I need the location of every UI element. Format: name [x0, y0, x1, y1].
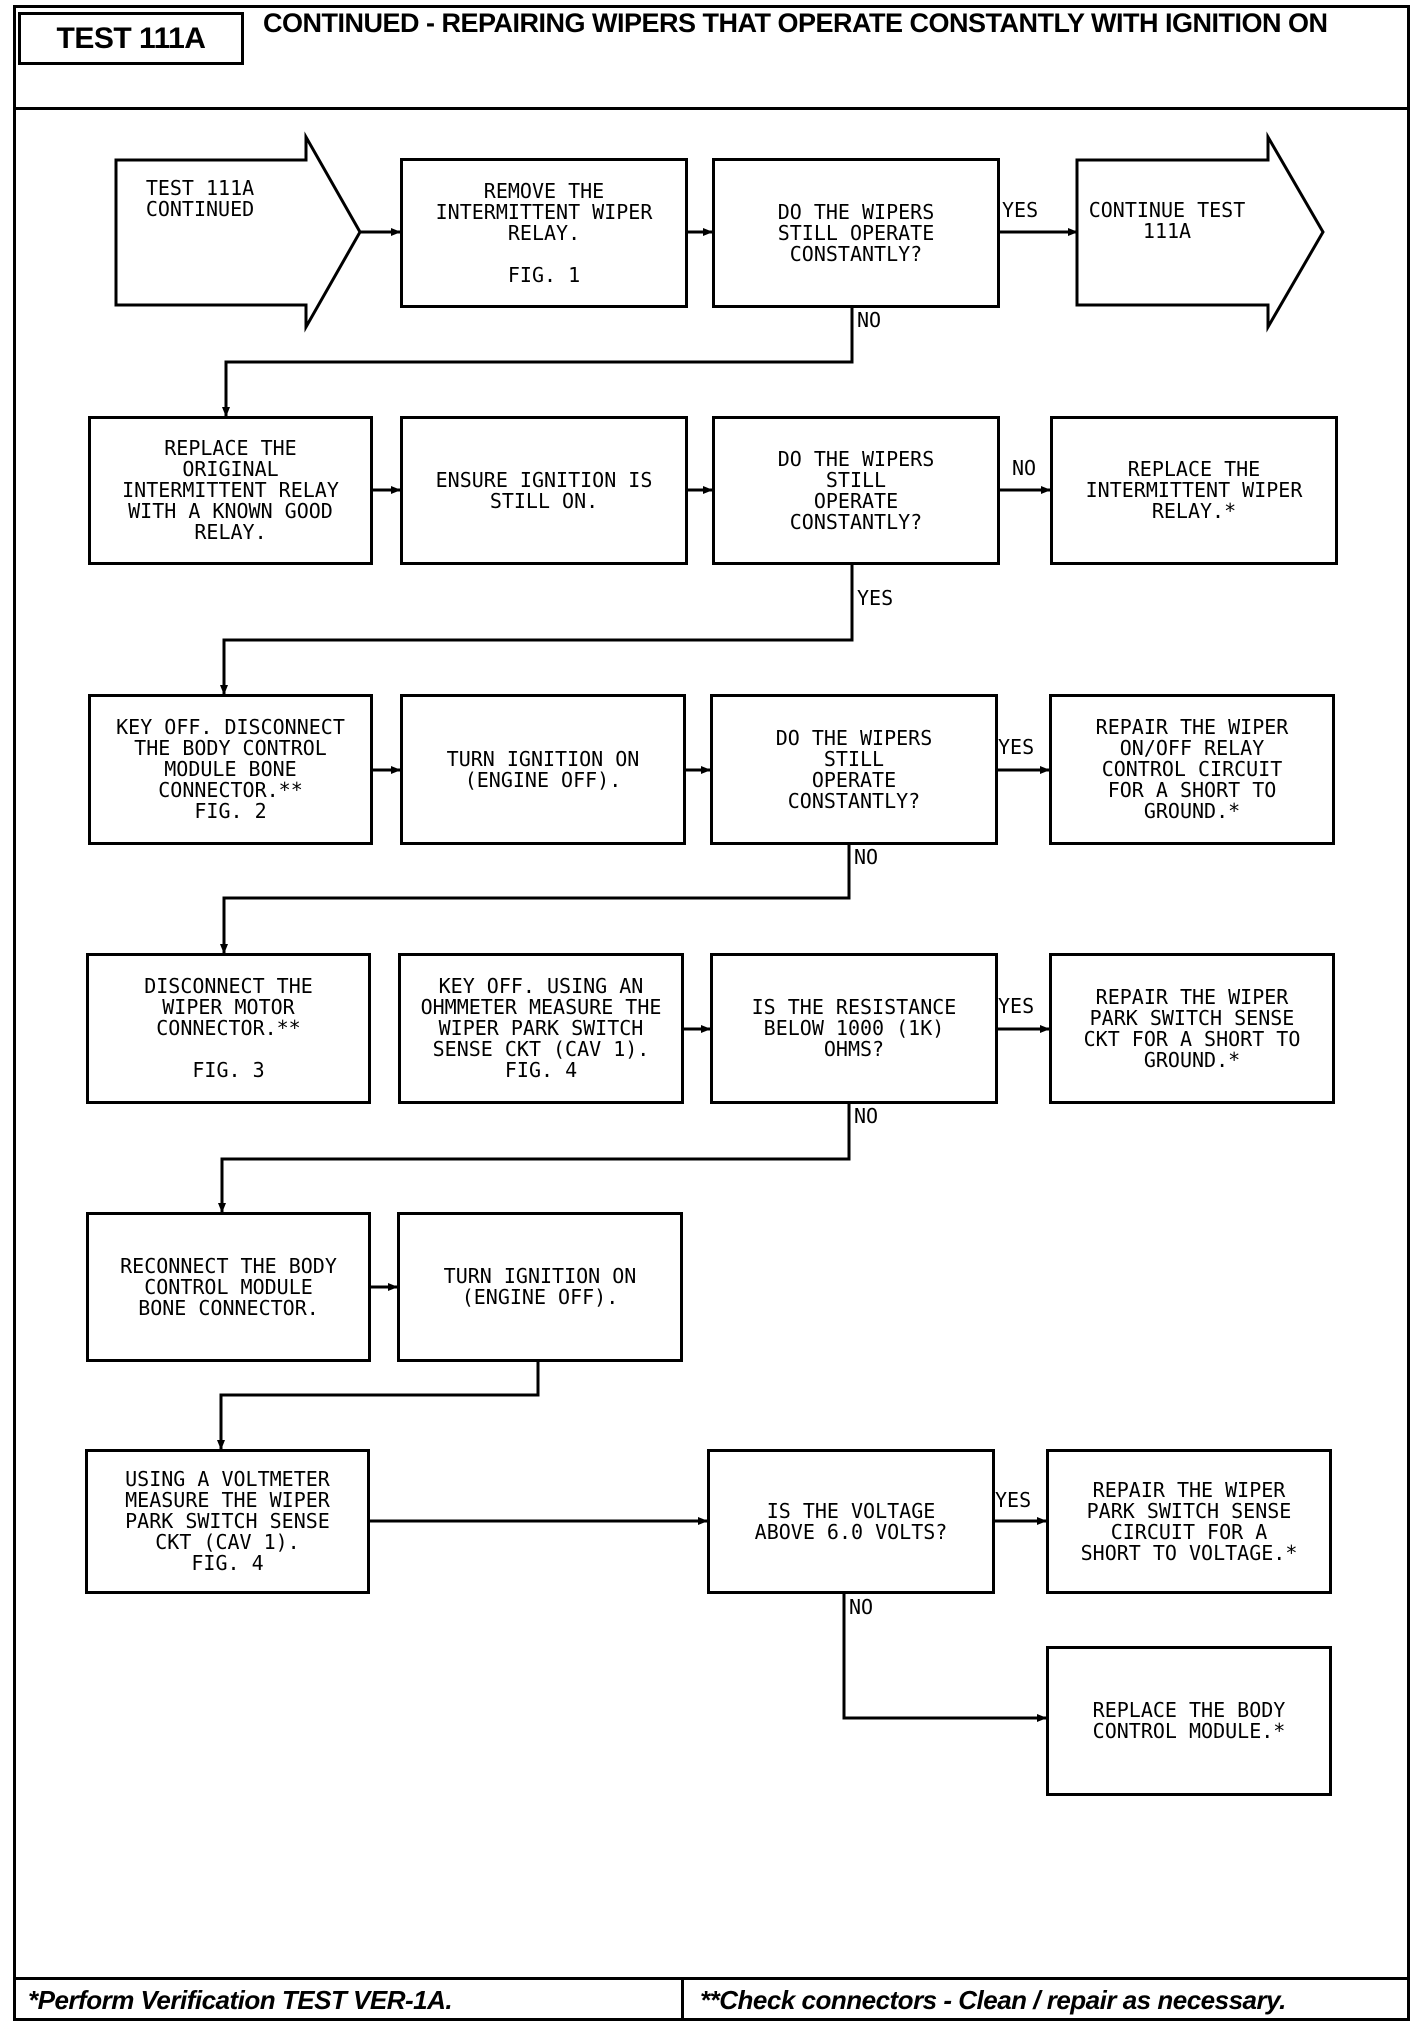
footer-connectors-note: **Check connectors - Clean / repair as n… [700, 1984, 1286, 2015]
step-disconnect-motor-text: DISCONNECT THE WIPER MOTOR CONNECTOR.** … [144, 974, 313, 1082]
label-yes-1: YES [1002, 198, 1039, 222]
step-remove-relay: REMOVE THE INTERMITTENT WIPER RELAY. FIG… [400, 158, 688, 308]
footer-verification-note: *Perform Verification TEST VER-1A. [28, 1984, 453, 2015]
step-replace-original-relay-text: REPLACE THE ORIGINAL INTERMITTENT RELAY … [122, 436, 339, 544]
decision-wipers-2-text: DO THE WIPERS STILL OPERATE CONSTANTLY? [777, 446, 935, 534]
label-yes-2: YES [857, 586, 894, 610]
step-replace-wiper-relay: REPLACE THE INTERMITTENT WIPER RELAY.* [1050, 416, 1338, 565]
test-id-badge: TEST 111A [18, 12, 244, 65]
step-repair-onoff-circuit-text: REPAIR THE WIPER ON/OFF RELAY CONTROL CI… [1095, 715, 1289, 823]
step-repair-park-switch-ground-text: REPAIR THE WIPER PARK SWITCH SENSE CKT F… [1083, 984, 1301, 1072]
step-ensure-ignition: ENSURE IGNITION IS STILL ON. [400, 416, 688, 565]
step-disconnect-bcm: KEY OFF. DISCONNECT THE BODY CONTROL MOD… [88, 694, 373, 845]
step-turn-ignition-on-2: TURN IGNITION ON (ENGINE OFF). [397, 1212, 683, 1362]
footer-divider [681, 1977, 684, 2021]
decision-wipers-1-text: DO THE WIPERS STILL OPERATE CONSTANTLY? [777, 199, 935, 266]
step-replace-wiper-relay-text: REPLACE THE INTERMITTENT WIPER RELAY.* [1085, 457, 1303, 523]
end-arrow-shape [1075, 131, 1325, 333]
step-voltmeter-measure-text: USING A VOLTMETER MEASURE THE WIPER PARK… [125, 1467, 330, 1575]
step-turn-ignition-on-1: TURN IGNITION ON (ENGINE OFF). [400, 694, 686, 845]
label-yes-3: YES [998, 735, 1035, 759]
decision-wipers-2: DO THE WIPERS STILL OPERATE CONSTANTLY? [712, 416, 1000, 565]
step-disconnect-bcm-text: KEY OFF. DISCONNECT THE BODY CONTROL MOD… [116, 715, 345, 823]
step-ohmmeter-measure: KEY OFF. USING AN OHMMETER MEASURE THE W… [398, 953, 684, 1104]
step-replace-body-module-text: REPLACE THE BODY CONTROL MODULE.* [1092, 1698, 1286, 1743]
decision-resistance: IS THE RESISTANCE BELOW 1000 (1K) OHMS? [710, 953, 998, 1104]
step-ohmmeter-measure-text: KEY OFF. USING AN OHMMETER MEASURE THE W… [420, 974, 662, 1082]
decision-voltage-text: IS THE VOLTAGE ABOVE 6.0 VOLTS? [754, 1498, 948, 1544]
start-terminal: TEST 111A CONTINUED [145, 176, 255, 221]
end-terminal: CONTINUE TEST 111A [1088, 198, 1246, 243]
decision-wipers-3-text: DO THE WIPERS STILL OPERATE CONSTANTLY? [775, 725, 933, 813]
decision-wipers-1: DO THE WIPERS STILL OPERATE CONSTANTLY? [712, 158, 1000, 308]
step-ensure-ignition-text: ENSURE IGNITION IS STILL ON. [435, 467, 653, 513]
step-disconnect-motor: DISCONNECT THE WIPER MOTOR CONNECTOR.** … [86, 953, 371, 1104]
header-bar [13, 5, 1410, 110]
decision-resistance-text: IS THE RESISTANCE BELOW 1000 (1K) OHMS? [751, 995, 957, 1061]
page-frame [13, 5, 1410, 2021]
decision-voltage: IS THE VOLTAGE ABOVE 6.0 VOLTS? [707, 1449, 995, 1594]
step-repair-short-to-voltage: REPAIR THE WIPER PARK SWITCH SENSE CIRCU… [1046, 1449, 1332, 1594]
step-repair-onoff-circuit: REPAIR THE WIPER ON/OFF RELAY CONTROL CI… [1049, 694, 1335, 845]
label-no-5: NO [849, 1595, 874, 1619]
step-reconnect-bcm: RECONNECT THE BODY CONTROL MODULE BONE C… [86, 1212, 371, 1362]
step-replace-original-relay: REPLACE THE ORIGINAL INTERMITTENT RELAY … [88, 416, 373, 565]
label-no-2: NO [1012, 456, 1037, 480]
label-yes-5: YES [995, 1488, 1032, 1512]
step-remove-relay-text: REMOVE THE INTERMITTENT WIPER RELAY. FIG… [435, 178, 653, 287]
step-turn-ignition-on-1-text: TURN IGNITION ON (ENGINE OFF). [446, 746, 640, 792]
step-repair-park-switch-ground: REPAIR THE WIPER PARK SWITCH SENSE CKT F… [1049, 953, 1335, 1104]
label-no-4: NO [854, 1104, 879, 1128]
step-voltmeter-measure: USING A VOLTMETER MEASURE THE WIPER PARK… [85, 1449, 370, 1594]
step-turn-ignition-on-2-text: TURN IGNITION ON (ENGINE OFF). [443, 1264, 637, 1309]
start-arrow-shape [114, 131, 362, 333]
label-yes-4: YES [998, 994, 1035, 1018]
label-no-3: NO [854, 845, 879, 869]
label-no-1: NO [857, 308, 882, 332]
page-title: CONTINUED - REPAIRING WIPERS THAT OPERAT… [263, 8, 1328, 38]
step-reconnect-bcm-text: RECONNECT THE BODY CONTROL MODULE BONE C… [120, 1253, 337, 1320]
decision-wipers-3: DO THE WIPERS STILL OPERATE CONSTANTLY? [710, 694, 998, 845]
step-replace-body-module: REPLACE THE BODY CONTROL MODULE.* [1046, 1646, 1332, 1796]
step-repair-short-to-voltage-text: REPAIR THE WIPER PARK SWITCH SENSE CIRCU… [1080, 1477, 1298, 1565]
footer-bar [13, 1977, 1410, 2021]
